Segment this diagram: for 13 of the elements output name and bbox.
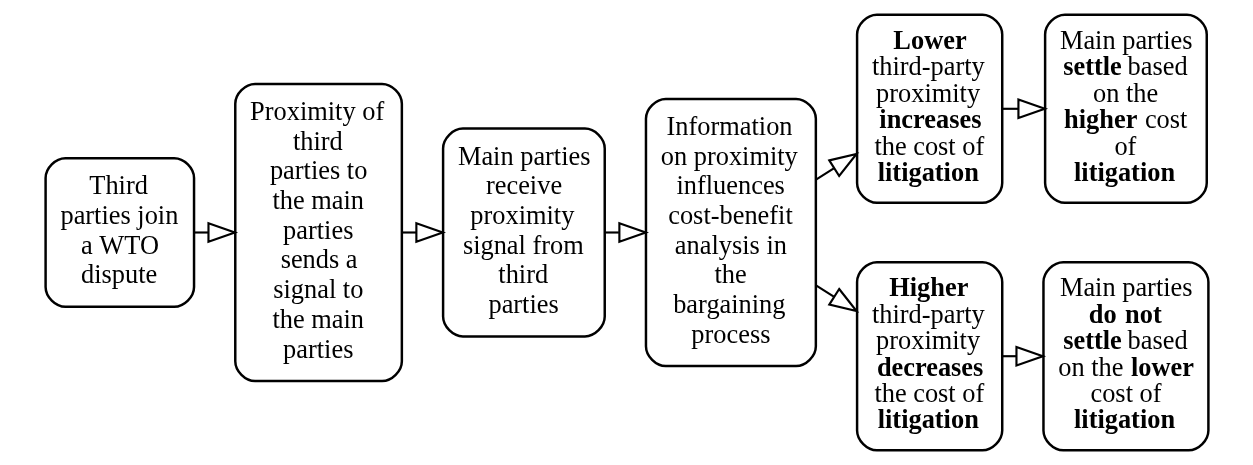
arrow	[193, 221, 238, 244]
arrow	[604, 221, 649, 244]
node-box: Proximity of third parties to the main parties sends a signal to the main parties	[233, 82, 403, 383]
node-box: Third parties join a WTO dispute	[43, 157, 195, 308]
arrow	[401, 221, 446, 244]
node-box: Information on proximity influences cost-benefit analysis in the bargaining process	[644, 97, 817, 368]
arrow	[814, 152, 859, 181]
node-box: Main parties do not settle based on the lower cost of litigation	[1041, 260, 1210, 452]
node-box: Main parties settle based on the higher cost of litigation	[1043, 13, 1208, 205]
node-box: Higher third-party proximity decreases the cost of litigation	[855, 260, 1003, 452]
arrow	[814, 284, 859, 313]
node-box: Main parties receive proximity signal from third parties	[441, 127, 606, 338]
node-box: Lower third-party proximity increases the cost of litigation	[855, 13, 1003, 205]
